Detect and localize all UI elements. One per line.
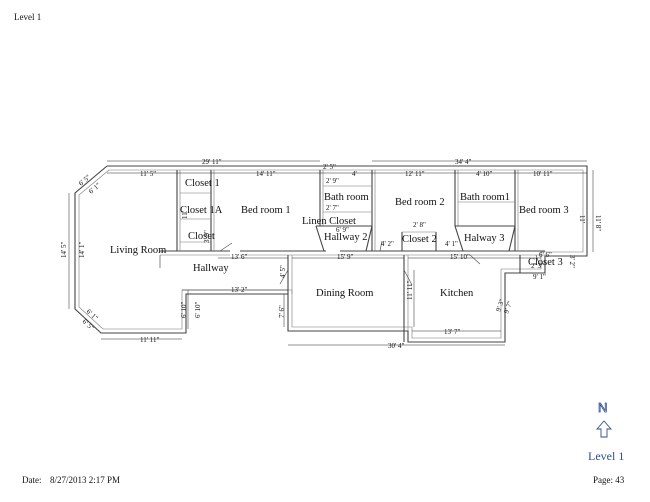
dim-label: 2' 7" (326, 204, 339, 212)
dim-label: 14' 1" (78, 241, 86, 258)
dim-label: 2' 8" (413, 221, 426, 229)
dim-label: 29' 11" (202, 158, 222, 166)
room-bedroom-3: Bed room 3 (519, 205, 569, 216)
dim-label: 4' (352, 170, 357, 178)
dim-label: 9' 1" (533, 273, 546, 281)
dimension-lines (68, 160, 594, 346)
dim-label: 30' 4" (388, 342, 405, 350)
dim-label: 6' 5" (77, 173, 92, 187)
room-closet: Closet (188, 231, 215, 242)
dim-label: 11' 11" (140, 336, 159, 344)
dim-label: 6' 1" (87, 181, 102, 195)
compass-letter: N (598, 400, 607, 415)
room-bathroom-1: Bath room1 (460, 192, 510, 203)
dim-label: 11' (181, 211, 189, 219)
dimension-labels: 29' 11" 34' 4" 11' 5" 14' 11" 2' 5" 4' 1… (60, 158, 602, 350)
room-closet-1a: Closet 1A (180, 205, 223, 216)
dim-label: 14' 5" (60, 241, 68, 258)
dim-label: 14' 11" (256, 170, 276, 178)
room-hallway-2: Hallway 2 (324, 232, 367, 243)
dim-label: 6' 9" (336, 226, 349, 234)
room-hallway-3: Halway 3 (464, 233, 505, 244)
dim-label: 34' 4" (455, 158, 472, 166)
dim-label: 2' 9" (326, 177, 339, 185)
footer-date-label: Date: (22, 475, 42, 485)
room-living-room: Living Room (110, 245, 166, 256)
page-header: Level 1 (14, 12, 42, 22)
dim-label: 11' (578, 215, 586, 223)
doors (159, 240, 541, 286)
north-compass: N (596, 400, 612, 438)
dim-label: 11' 11" (406, 281, 414, 300)
dim-label: 4' 10" (476, 170, 493, 178)
dim-label: 2' 5" (323, 163, 336, 171)
dim-label: 4' 5" (279, 265, 287, 278)
room-bedroom-2: Bed room 2 (395, 197, 445, 208)
room-closet-2: Closet 2 (402, 234, 437, 245)
dim-label: 15' 10" (450, 253, 470, 261)
dim-label: 12' 11" (405, 170, 425, 178)
dim-label: 4' 2" (381, 240, 394, 248)
dim-label: 9' 7" (502, 300, 514, 315)
dim-label: 9' 3" (494, 298, 506, 313)
room-labels: Living Room Closet 1 Closet 1A Closet Be… (110, 178, 569, 299)
room-hallway: Hallway (193, 263, 229, 274)
footer-date-value: 8/27/2013 2:17 PM (50, 475, 121, 485)
dim-label: 15' 9" (337, 253, 354, 261)
dim-label: 13' 2" (231, 286, 248, 294)
dim-label: 7' 6" (278, 305, 286, 318)
level-label: Level 1 (588, 449, 625, 463)
footer-page-number: Page: 43 (593, 475, 625, 485)
dim-label: 10' 11" (533, 170, 553, 178)
dim-label: 11' 8" (594, 215, 602, 231)
room-kitchen: Kitchen (440, 288, 474, 299)
room-bathroom: Bath room (324, 192, 369, 203)
dim-label: 6' 10" (194, 301, 202, 318)
room-bedroom-1: Bed room 1 (241, 205, 291, 216)
north-arrow-icon (596, 420, 612, 438)
dim-label: 13' 7" (444, 328, 461, 336)
room-dining-room: Dining Room (316, 288, 373, 299)
room-linen-closet: Linen Closet (302, 216, 356, 227)
interior-walls (160, 170, 545, 342)
dim-label: 3' 2" (568, 255, 576, 268)
dim-label: 3' 9" (203, 230, 211, 243)
dim-label: 2' 3" (531, 262, 544, 270)
dim-label: 6' 10" (180, 301, 188, 318)
dim-label: 4' 1" (445, 240, 458, 248)
dim-label: 11' 5" (140, 170, 156, 178)
dim-label: 13' 6" (231, 253, 248, 261)
dim-label: 6' 6" (539, 251, 552, 259)
room-closet-1: Closet 1 (185, 178, 220, 189)
room-closet-3: Closet 3 (528, 257, 563, 268)
